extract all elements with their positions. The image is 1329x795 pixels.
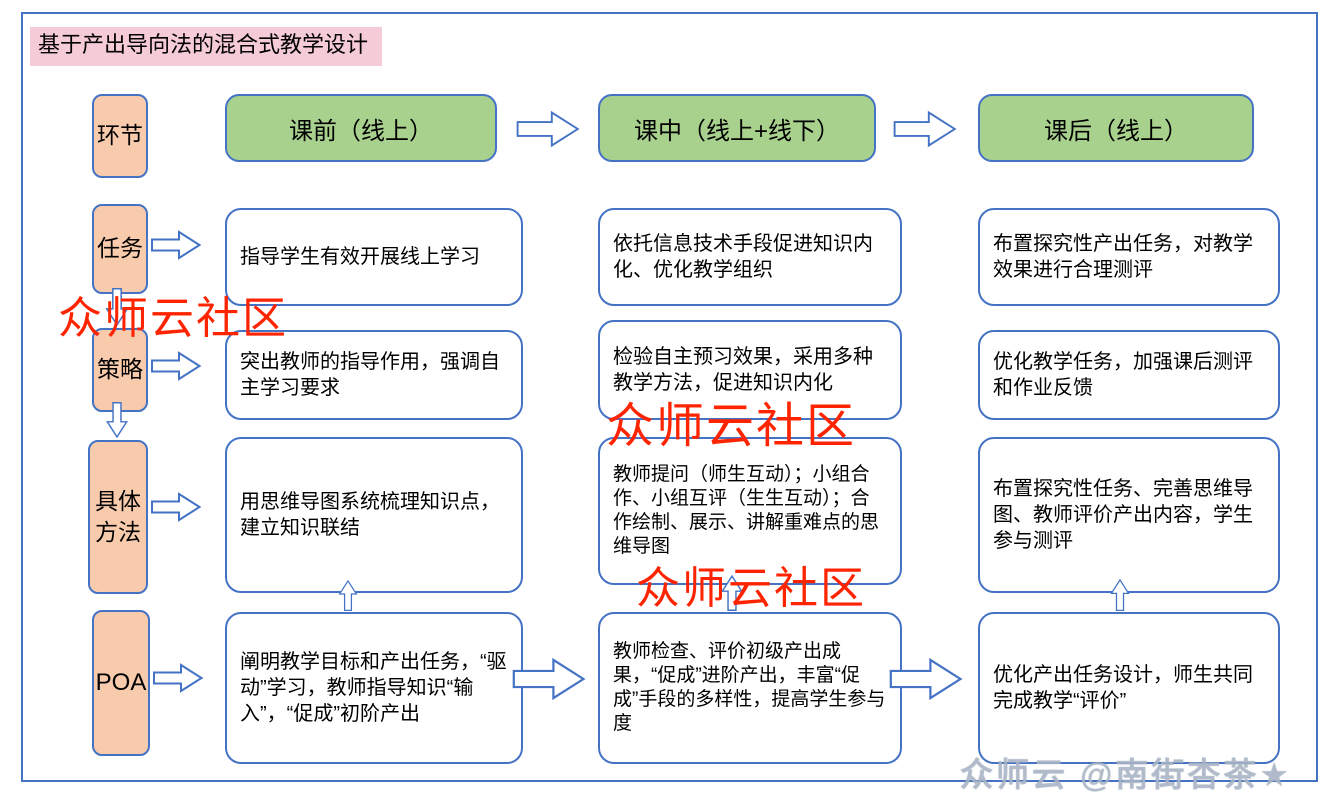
cell-text: 教师提问（师生互动）；小组合作、小组互评（生生互动）；合作绘制、展示、讲解重难点… — [613, 463, 880, 558]
arrow-up-icon — [717, 575, 747, 611]
arrow-down-icon — [104, 402, 130, 438]
cell-text: 教师检查、评价初级产出成果，“促成”进阶产出，丰富“促成”手段的多样性，提高学生… — [613, 640, 886, 735]
arrow-right-icon — [880, 110, 970, 148]
row-label-task: 任务 — [92, 204, 148, 294]
watermark-community: 众师云社区 — [636, 564, 866, 613]
arrow-right-icon — [504, 110, 592, 148]
cell-poa-post: 优化产出任务设计，师生共同完成教学“评价” — [978, 612, 1280, 764]
cell-text: 指导学生有效开展线上学习 — [240, 246, 480, 268]
phase-box-pre-class: 课前（线上） — [225, 94, 497, 162]
arrow-up-icon — [333, 580, 363, 611]
watermark-community: 众师云社区 — [58, 294, 288, 343]
row-label-method: 具体方法 — [88, 440, 148, 594]
arrow-right-icon — [505, 657, 593, 701]
cell-text: 检验自主预习效果，采用多种教学方法，促进知识内化 — [613, 346, 873, 394]
watermark-signature: 众师云 @南街杏茶★ — [960, 756, 1292, 793]
cell-task-pre: 指导学生有效开展线上学习 — [225, 208, 523, 306]
arrow-right-icon — [150, 351, 202, 381]
arrow-up-icon — [1105, 579, 1135, 611]
arrow-down-icon — [104, 288, 130, 326]
cell-poa-pre: 阐明教学目标和产出任务，“驱动”学习，教师指导知识“输入”，“促成”初阶产出 — [225, 612, 523, 764]
cell-task-post: 布置探究性产出任务，对教学效果进行合理测评 — [978, 208, 1280, 306]
arrow-right-icon — [880, 657, 972, 701]
cell-method-post: 布置探究性任务、完善思维导图、教师评价产出内容，学生参与测评 — [978, 437, 1280, 593]
cell-strategy-pre: 突出教师的指导作用，强调自主学习要求 — [225, 330, 523, 420]
cell-strategy-post: 优化教学任务，加强课后测评和作业反馈 — [978, 330, 1280, 420]
cell-poa-during: 教师检查、评价初级产出成果，“促成”进阶产出，丰富“促成”手段的多样性，提高学生… — [598, 612, 902, 764]
cell-text: 布置探究性任务、完善思维导图、教师评价产出内容，学生参与测评 — [993, 478, 1253, 552]
cell-text: 突出教师的指导作用，强调自主学习要求 — [240, 351, 500, 399]
cell-text: 依托信息技术手段促进知识内化、优化教学组织 — [613, 233, 873, 281]
cell-text: 优化产出任务设计，师生共同完成教学“评价” — [993, 664, 1253, 712]
row-label-poa: POA — [92, 610, 150, 756]
arrow-right-icon — [150, 230, 202, 260]
cell-text: 布置探究性产出任务，对教学效果进行合理测评 — [993, 233, 1253, 281]
cell-text: 阐明教学目标和产出任务，“驱动”学习，教师指导知识“输入”，“促成”初阶产出 — [240, 651, 507, 725]
phase-box-during-class: 课中（线上+线下） — [598, 94, 876, 162]
watermark-community: 众师云社区 — [606, 400, 857, 453]
arrow-right-icon — [152, 663, 204, 693]
diagram-title: 基于产出导向法的混合式教学设计 — [30, 27, 383, 66]
cell-method-pre: 用思维导图系统梳理知识点，建立知识联结 — [225, 437, 523, 593]
row-label-stage: 环节 — [92, 94, 148, 178]
phase-box-post-class: 课后（线上） — [978, 94, 1254, 162]
cell-method-during: 教师提问（师生互动）；小组合作、小组互评（生生互动）；合作绘制、展示、讲解重难点… — [598, 437, 902, 585]
cell-text: 用思维导图系统梳理知识点，建立知识联结 — [240, 491, 500, 539]
arrow-right-icon — [150, 492, 202, 522]
cell-strategy-during: 检验自主预习效果，采用多种教学方法，促进知识内化 — [598, 320, 902, 420]
cell-text: 优化教学任务，加强课后测评和作业反馈 — [993, 351, 1253, 399]
cell-task-during: 依托信息技术手段促进知识内化、优化教学组织 — [598, 208, 902, 306]
